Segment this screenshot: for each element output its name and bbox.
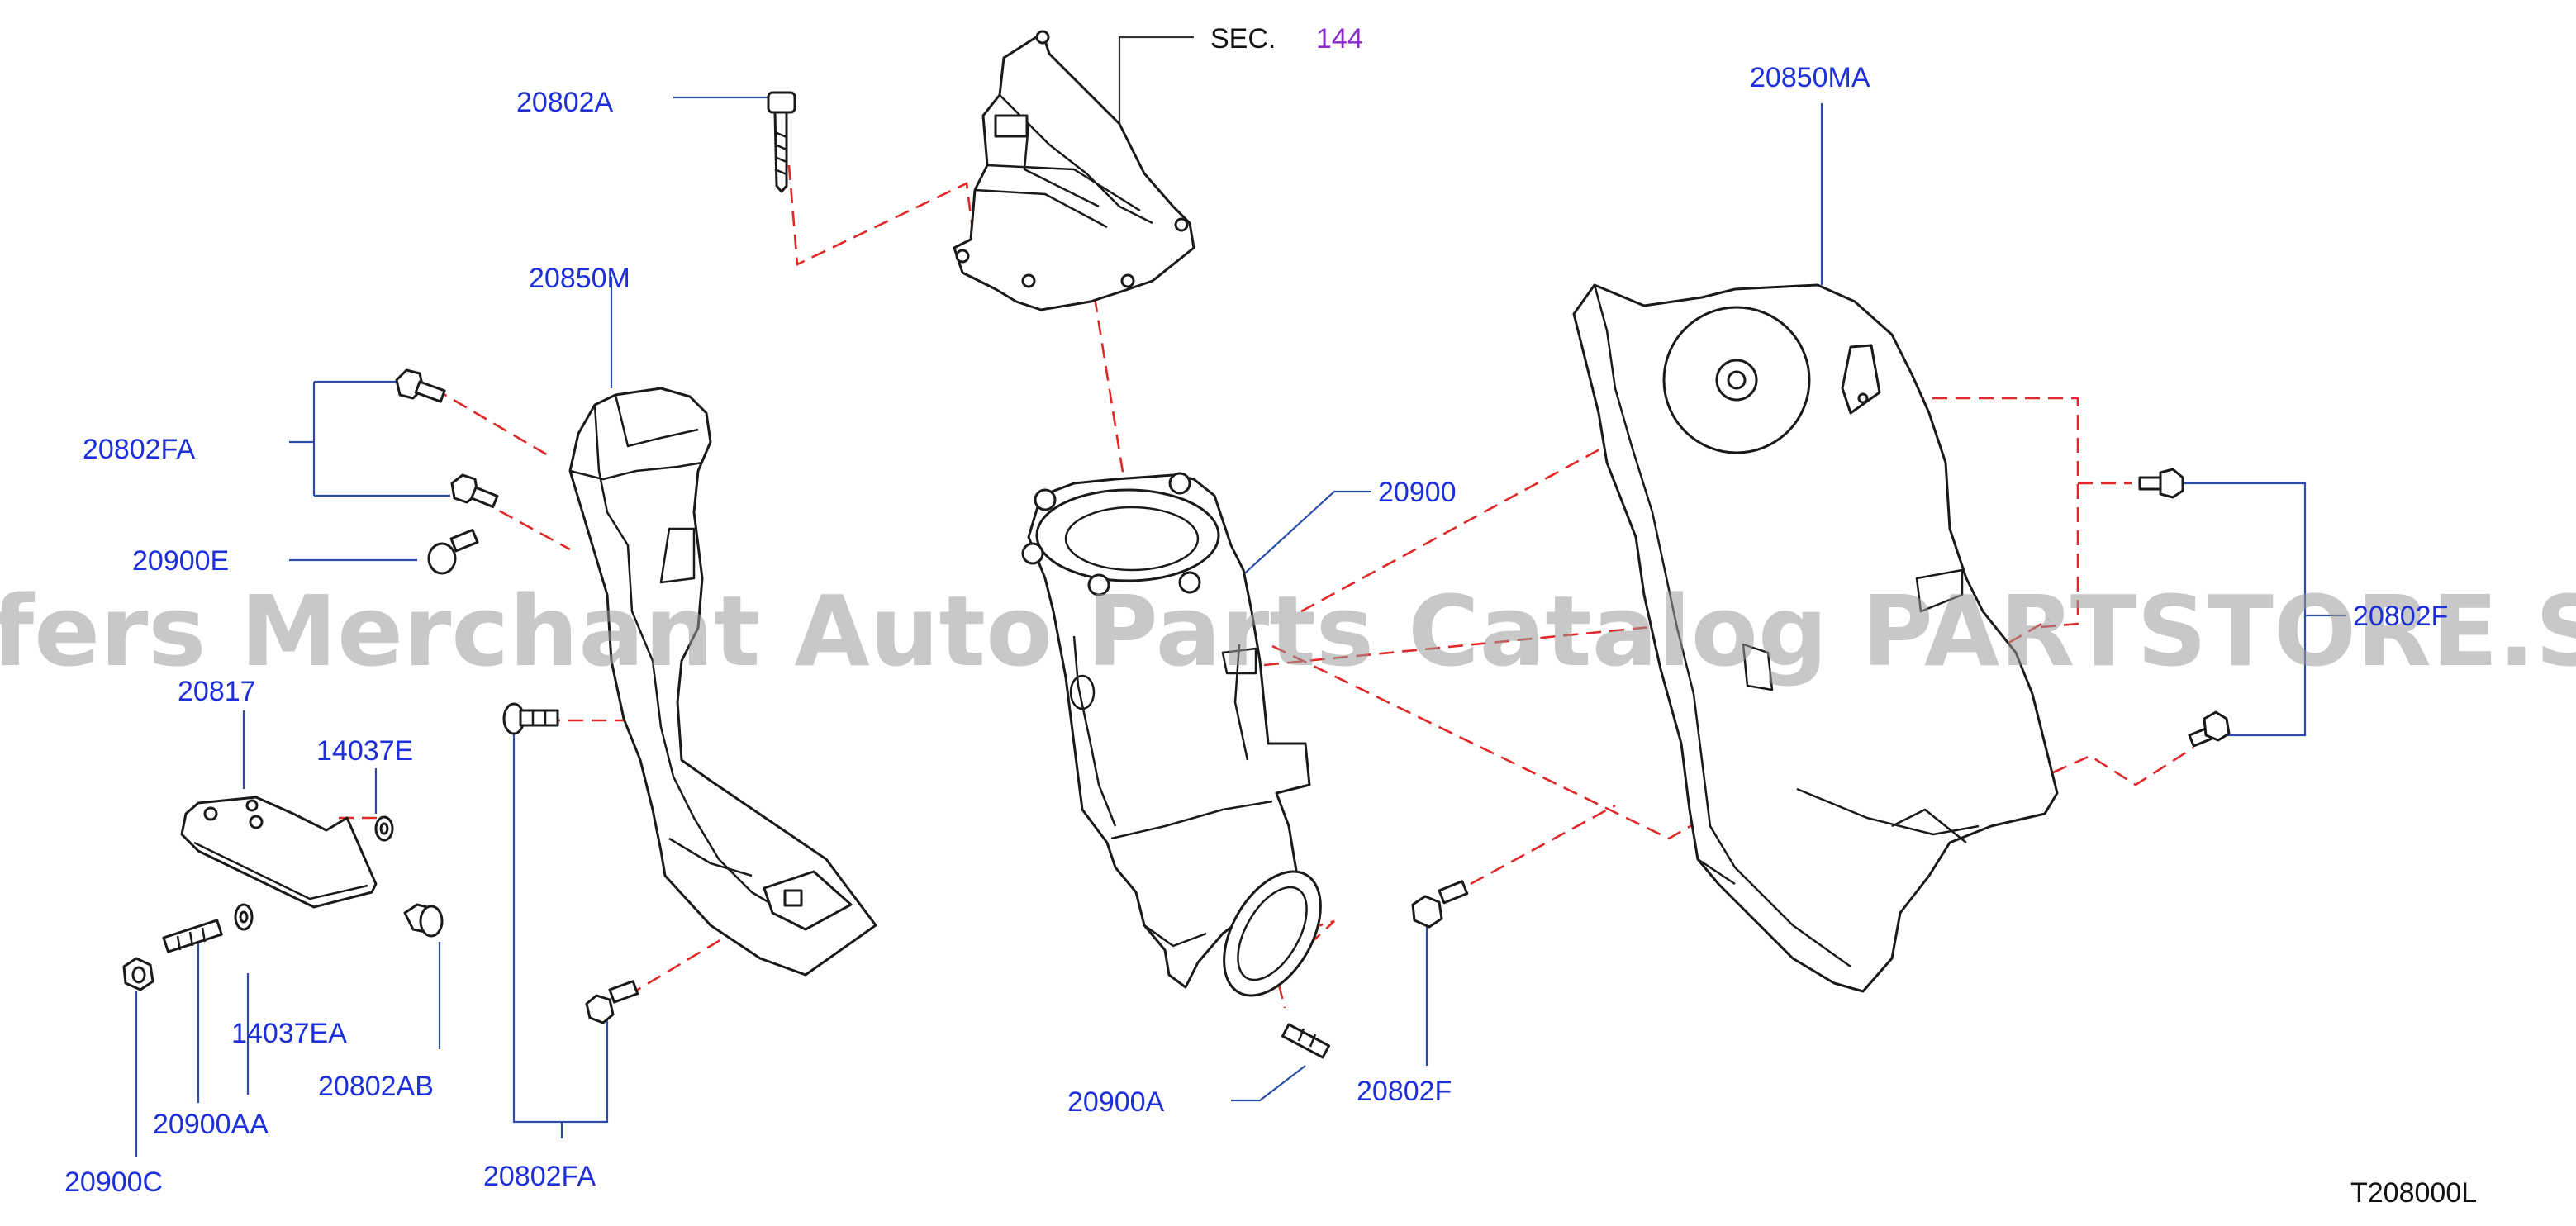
bolt-20802FA-top-2 bbox=[450, 473, 499, 508]
label-sec-144-link[interactable]: 144 bbox=[1316, 23, 1363, 55]
label-sec-prefix: SEC. bbox=[1210, 23, 1276, 55]
nut-20900C bbox=[122, 957, 154, 991]
label-20817[interactable]: 20817 bbox=[178, 676, 256, 707]
label-14037E[interactable]: 14037E bbox=[316, 735, 413, 767]
bolt-20802FA-top-1 bbox=[395, 368, 446, 403]
washer-14037E bbox=[374, 815, 394, 842]
bracket-sec-144 bbox=[953, 30, 1195, 311]
label-20802F-right[interactable]: 20802F bbox=[2353, 601, 2448, 632]
bolt-20802FA-bottom-1 bbox=[502, 702, 559, 735]
bracket-20817 bbox=[180, 796, 378, 909]
bolt-20802F-right-1 bbox=[2138, 468, 2184, 499]
label-20802FA-top[interactable]: 20802FA bbox=[83, 434, 195, 465]
label-20850M[interactable]: 20850M bbox=[529, 263, 630, 294]
label-20802F-bottom[interactable]: 20802F bbox=[1357, 1076, 1452, 1107]
bolt-20802A bbox=[767, 91, 796, 193]
bolt-20802F-right-2 bbox=[2188, 710, 2231, 748]
bolt-20802FA-bottom-2 bbox=[585, 980, 639, 1024]
washer-14037EA bbox=[234, 903, 254, 931]
label-20802A[interactable]: 20802A bbox=[516, 87, 614, 118]
label-20850MA[interactable]: 20850MA bbox=[1750, 62, 1870, 93]
label-20802AB[interactable]: 20802AB bbox=[318, 1071, 434, 1102]
heat-shield-20850MA bbox=[1572, 283, 2059, 993]
label-20900A[interactable]: 20900A bbox=[1067, 1086, 1165, 1118]
stud-20900AA bbox=[162, 919, 223, 953]
bolt-20802F-bottom bbox=[1411, 880, 1469, 929]
label-20900E[interactable]: 20900E bbox=[132, 545, 229, 577]
label-20900AA[interactable]: 20900AA bbox=[153, 1109, 269, 1140]
watermark-text: Offers Merchant Auto Parts Catalog PARTS… bbox=[0, 574, 2576, 688]
label-20900C[interactable]: 20900C bbox=[64, 1167, 163, 1198]
stud-20900A bbox=[1281, 1023, 1331, 1059]
heat-shield-20850M bbox=[568, 387, 877, 977]
leader-lines bbox=[135, 36, 2346, 1157]
label-20900[interactable]: 20900 bbox=[1378, 477, 1457, 508]
label-20802FA-bottom[interactable]: 20802FA bbox=[483, 1161, 596, 1192]
label-14037EA[interactable]: 14037EA bbox=[231, 1018, 347, 1049]
bolt-20900E bbox=[427, 529, 479, 575]
bolt-20802AB bbox=[403, 903, 444, 938]
diagram-code: T208000L bbox=[2350, 1177, 2477, 1209]
catalytic-converter-20900 bbox=[1021, 472, 1322, 997]
part-labels: 20802A SEC. 144 20850M 20802FA 20900E 20… bbox=[64, 23, 2477, 1209]
